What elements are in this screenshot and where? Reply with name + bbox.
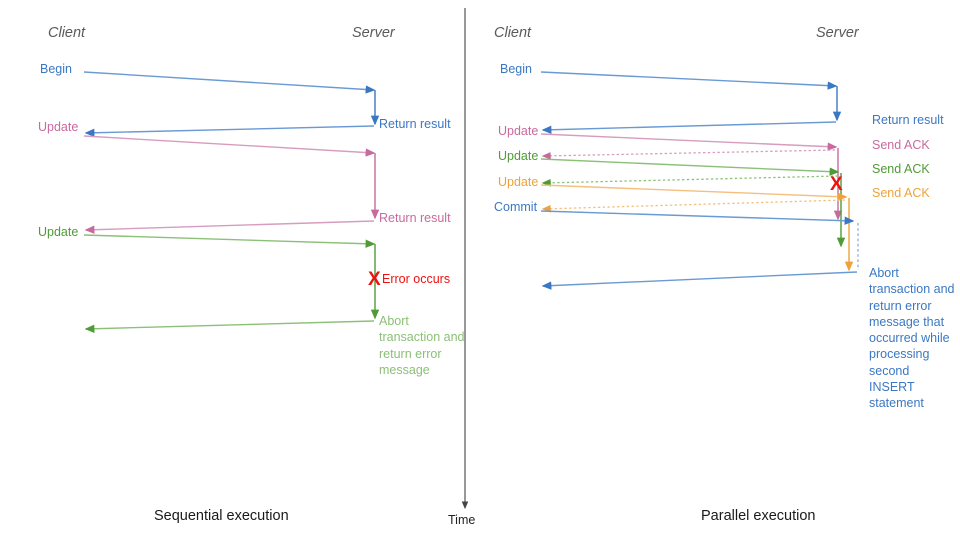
right-client-message-update-pink: Update — [498, 124, 539, 138]
right-server-message-ack-green: Send ACK — [872, 162, 930, 176]
arrow-right-ack-orange — [541, 199, 846, 213]
arrow-left-abort-return — [84, 320, 375, 333]
arrow-left-return-result-1 — [84, 125, 375, 137]
left-server-message-error-occurs: Error occurs — [382, 272, 451, 286]
right-client-message-begin: Begin — [500, 62, 532, 76]
left-lane-title-server: Server — [352, 25, 395, 41]
left-server-message-return-result-2: Return result — [379, 211, 451, 225]
arrow-right-update-pink — [540, 133, 838, 151]
arrow-right-begin — [540, 71, 838, 90]
left-abort-message-block: Abort transaction and return error messa… — [379, 314, 465, 377]
left-client-message-update-2: Update — [38, 225, 79, 239]
left-error-x-icon: X — [368, 269, 381, 290]
right-client-message-update-green: Update — [498, 149, 539, 163]
left-server-message-return-result-1: Return result — [379, 117, 451, 131]
right-abort-message-block: Abort transaction and return error messa… — [869, 266, 955, 410]
arrow-right-return-result — [541, 121, 837, 134]
arrow-right-update-orange — [540, 184, 848, 201]
time-axis-label: Time — [448, 513, 476, 527]
arrow-left-update-1 — [83, 135, 376, 157]
left-client-message-begin: Begin — [40, 62, 72, 76]
right-server-message-ack-pink: Send ACK — [872, 138, 930, 152]
arrow-right-ack-green — [541, 175, 839, 187]
arrow-right-abort-return — [541, 271, 858, 290]
right-lane-title-client: Client — [494, 25, 532, 41]
right-client-message-update-orange: Update — [498, 175, 539, 189]
right-server-message-ack-orange: Send ACK — [872, 186, 930, 200]
arrow-left-begin — [83, 71, 376, 94]
arrow-right-ack-pink — [541, 149, 836, 160]
right-error-x-icon: X — [830, 174, 843, 195]
right-diagram-arrows — [540, 71, 859, 290]
arrow-right-update-green — [540, 158, 840, 176]
arrow-left-update-2 — [83, 234, 376, 248]
right-server-message-return-result: Return result — [872, 113, 944, 127]
arrow-left-return-result-2 — [84, 220, 375, 234]
left-diagram-arrows — [83, 71, 380, 333]
right-client-message-commit: Commit — [494, 200, 538, 214]
left-caption: Sequential execution — [154, 508, 289, 524]
right-caption: Parallel execution — [701, 508, 816, 524]
right-lane-title-server: Server — [816, 25, 859, 41]
arrow-right-commit — [540, 210, 855, 225]
left-lane-title-client: Client — [48, 25, 86, 41]
left-client-message-update-1: Update — [38, 120, 79, 134]
